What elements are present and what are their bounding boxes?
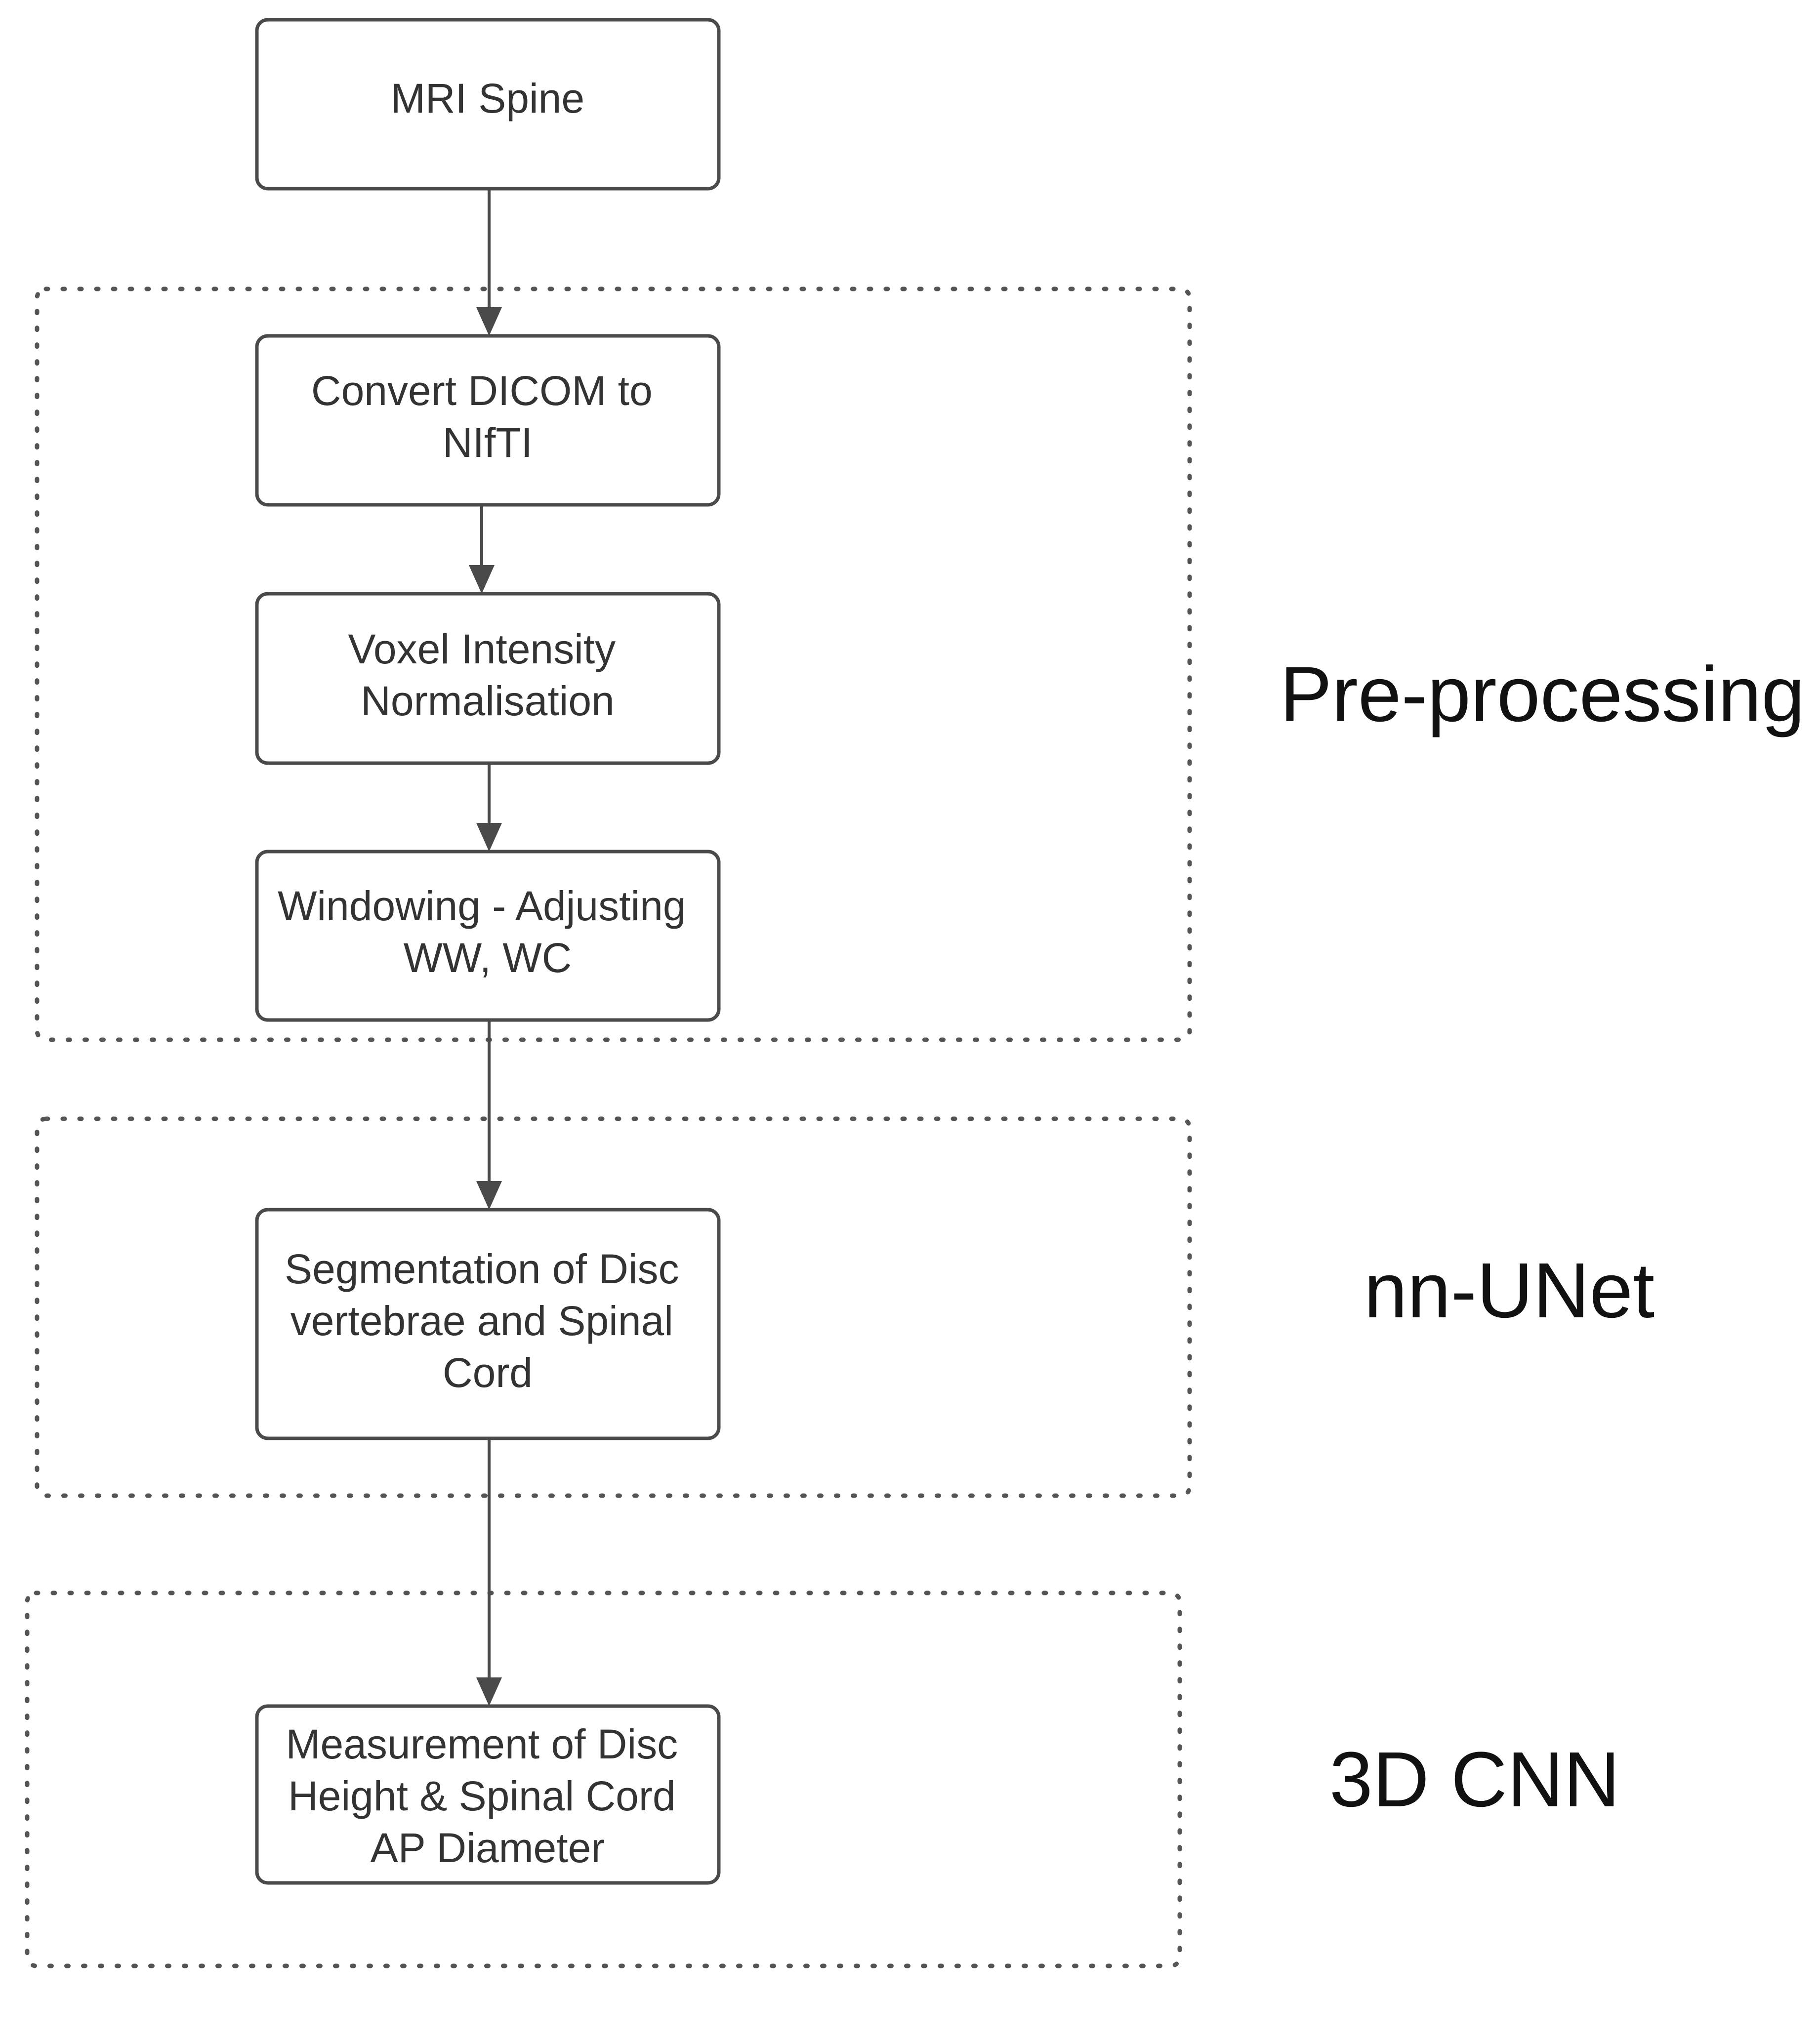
step-voxel-intensity: Voxel Intensity Normalisation	[255, 592, 721, 765]
step-box-convert-dicom	[255, 334, 721, 507]
arrow-head-segmentation	[476, 1181, 502, 1210]
step-line: MRI Spine	[391, 75, 584, 122]
step-text-segmentation: Segmentation of Disc vertebrae and Spina…	[285, 1246, 691, 1396]
step-line: Normalisation	[361, 678, 615, 724]
step-line: NIfTI	[443, 419, 533, 466]
step-line: Cord	[443, 1349, 533, 1396]
group-box-pre-processing	[35, 286, 1192, 1042]
step-line: Height & Spinal Cord	[288, 1773, 675, 1819]
step-text-windowing: Windowing - Adjusting WW, WC	[278, 883, 698, 981]
arrow-head-measurement	[476, 1677, 502, 1706]
group-box-nn-unet	[35, 1116, 1192, 1498]
step-text-measurement: Measurement of Disc Height & Spinal Cord…	[286, 1721, 690, 1871]
arrow-head-voxel	[469, 565, 495, 594]
step-line: AP Diameter	[371, 1825, 605, 1871]
group-label-3d-cnn: 3D CNN	[1329, 1736, 1620, 1823]
group-label-nn-unet: nn-UNet	[1364, 1247, 1655, 1334]
step-box-windowing	[255, 850, 721, 1022]
step-line: Measurement of Disc	[286, 1721, 678, 1767]
arrow-head-windowing	[476, 823, 502, 852]
step-text-mri-spine: MRI Spine	[391, 75, 584, 122]
step-box-measurement	[255, 1704, 721, 1885]
step-line: Windowing - Adjusting	[278, 883, 686, 929]
arrow-head-convert	[476, 307, 502, 336]
group-label-pre-processing: Pre-processing	[1280, 651, 1805, 738]
step-line: WW, WC	[404, 935, 572, 981]
step-measurement: Measurement of Disc Height & Spinal Cord…	[255, 1704, 721, 1885]
step-segmentation: Segmentation of Disc vertebrae and Spina…	[255, 1208, 721, 1440]
connectors	[469, 189, 502, 1706]
step-line: Convert DICOM to	[311, 367, 653, 414]
step-line: Voxel Intensity	[348, 626, 616, 672]
step-box-segmentation	[255, 1208, 721, 1440]
step-box-mri-spine	[255, 18, 721, 191]
step-line: vertebrae and Spinal	[290, 1298, 673, 1344]
group-box-3d-cnn	[25, 1590, 1182, 1968]
step-text-voxel-intensity: Voxel Intensity Normalisation	[348, 626, 627, 724]
step-box-voxel-intensity	[255, 592, 721, 765]
step-mri-spine: MRI Spine	[255, 18, 721, 191]
step-windowing: Windowing - Adjusting WW, WC	[255, 850, 721, 1022]
step-text-convert-dicom: Convert DICOM to NIfTI	[311, 367, 664, 466]
step-convert-dicom: Convert DICOM to NIfTI	[255, 334, 721, 507]
step-line: Segmentation of Disc	[285, 1246, 679, 1292]
